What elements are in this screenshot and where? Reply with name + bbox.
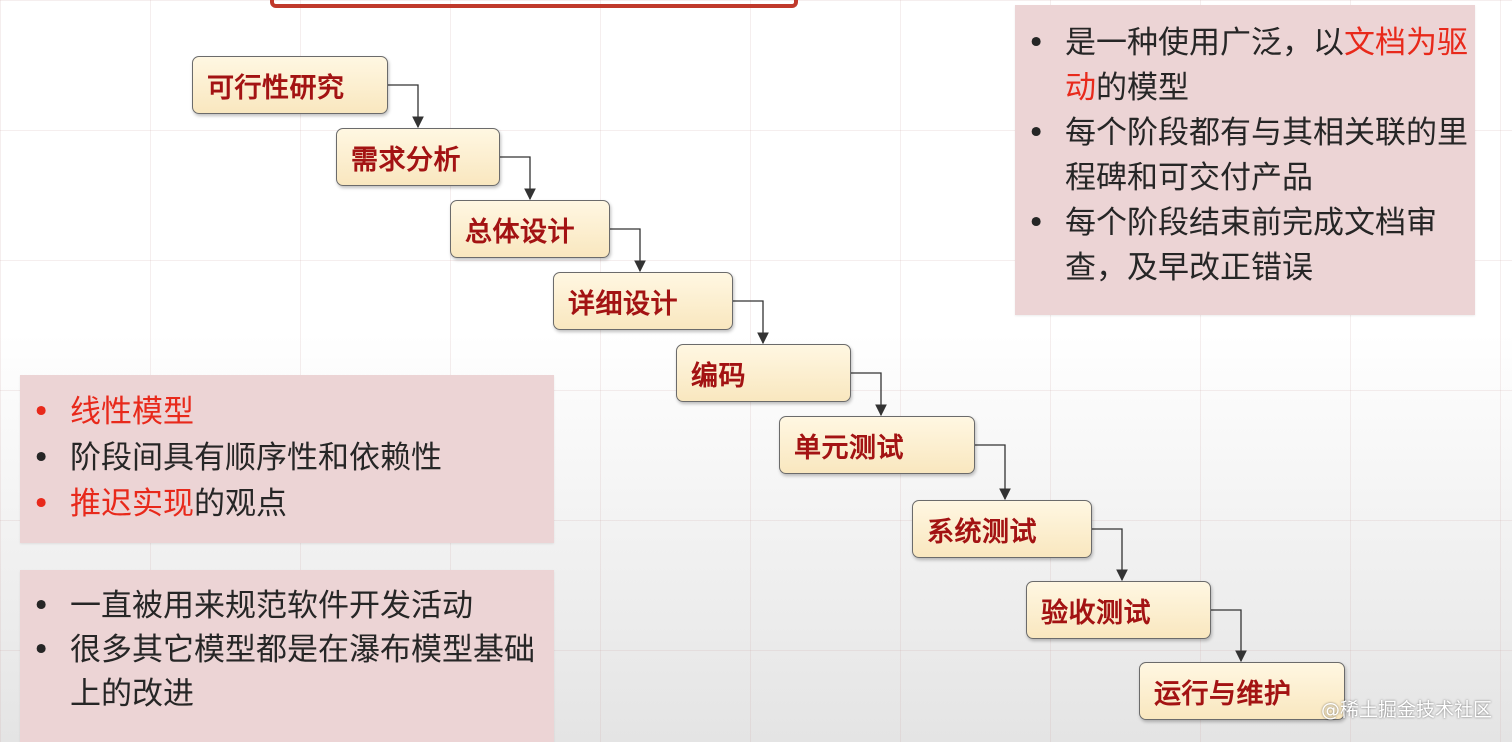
highlight-text: 文档 xyxy=(1344,25,1406,61)
bullet-text: 的观点 xyxy=(194,486,287,522)
title-bracket-decoration xyxy=(270,0,798,8)
step-feasibility-study: 可行性研究 xyxy=(192,56,388,114)
bullet-item: • 一直被用来规范软件开发活动 xyxy=(32,584,554,628)
step-operation-maintenance: 运行与维护 xyxy=(1139,662,1345,720)
bullet-text: 的模型 xyxy=(1096,70,1189,106)
flow-arrow xyxy=(500,156,536,201)
highlight-text: 为驱动 xyxy=(1065,25,1468,106)
bullet-dot: • xyxy=(32,632,51,668)
step-system-testing: 系统测试 xyxy=(912,500,1092,558)
flow-arrow xyxy=(610,228,646,273)
bullet-item: • 每个阶段结束前完成文档审查，及早改正错误 xyxy=(1027,201,1475,291)
panel-document-driven: • 是一种使用广泛，以文档为驱动的模型 • 每个阶段都有与其相关联的里程碑和可交付产品… xyxy=(1015,5,1475,315)
highlight-text: 线性模型 xyxy=(70,394,194,430)
step-unit-testing: 单元测试 xyxy=(779,416,975,474)
bullet-list: • 是一种使用广泛，以文档为驱动的模型 • 每个阶段都有与其相关联的里程碑和可交付产品… xyxy=(1027,21,1475,291)
step-label: 可行性研究 xyxy=(207,72,345,104)
step-label: 验收测试 xyxy=(1041,597,1151,629)
bullet-list: • 线性模型 • 阶段间具有顺序性和依赖性 • 推迟实现的观点 xyxy=(32,389,554,527)
flow-arrow xyxy=(388,84,424,129)
panel-standard-activities: • 一直被用来规范软件开发活动 • 很多其它模型都是在瀑布模型基础上的改进 xyxy=(20,570,554,742)
bullet-item: • 是一种使用广泛，以文档为驱动的模型 xyxy=(1027,21,1475,111)
watermark: @稀土掘金技术社区 xyxy=(1320,699,1492,721)
flow-arrow xyxy=(975,444,1011,501)
step-label: 运行与维护 xyxy=(1154,678,1292,710)
step-label: 编码 xyxy=(691,360,746,392)
bullet-item: • 很多其它模型都是在瀑布模型基础上的改进 xyxy=(32,628,554,716)
bullet-text: 很多其它模型都是在瀑布模型基础上的改进 xyxy=(70,632,535,712)
bullet-dot: • xyxy=(32,394,51,430)
bullet-dot: • xyxy=(32,440,51,476)
bullet-dot: • xyxy=(32,486,51,522)
step-label: 总体设计 xyxy=(465,216,575,248)
bullet-dot: • xyxy=(32,588,51,624)
flow-arrow xyxy=(733,300,769,345)
bullet-dot: • xyxy=(1027,115,1046,151)
step-label: 单元测试 xyxy=(794,432,904,464)
flow-arrow xyxy=(1211,609,1247,663)
highlight-text: 推迟实现 xyxy=(70,486,194,522)
step-label: 详细设计 xyxy=(568,288,678,320)
flow-arrow xyxy=(851,372,887,417)
step-label: 需求分析 xyxy=(351,144,461,176)
bullet-item: • 阶段间具有顺序性和依赖性 xyxy=(32,435,554,481)
bullet-item: • 推迟实现的观点 xyxy=(32,481,554,527)
bullet-list: • 一直被用来规范软件开发活动 • 很多其它模型都是在瀑布模型基础上的改进 xyxy=(32,584,554,716)
step-detailed-design: 详细设计 xyxy=(553,272,733,330)
bullet-dot: • xyxy=(1027,205,1046,241)
step-overall-design: 总体设计 xyxy=(450,200,610,258)
bullet-dot: • xyxy=(1027,25,1046,61)
bullet-text: 每个阶段结束前完成文档审查，及早改正错误 xyxy=(1065,205,1437,286)
step-coding: 编码 xyxy=(676,344,851,402)
panel-linear-model: • 线性模型 • 阶段间具有顺序性和依赖性 • 推迟实现的观点 xyxy=(20,375,554,543)
bullet-text: 阶段间具有顺序性和依赖性 xyxy=(70,440,442,476)
bullet-text: 是一种使用广泛，以 xyxy=(1065,25,1344,61)
flow-arrow xyxy=(1092,528,1128,582)
bullet-item: • 每个阶段都有与其相关联的里程碑和可交付产品 xyxy=(1027,111,1475,201)
bullet-item: • 线性模型 xyxy=(32,389,554,435)
bullet-text: 每个阶段都有与其相关联的里程碑和可交付产品 xyxy=(1065,115,1468,196)
step-requirements-analysis: 需求分析 xyxy=(336,128,500,186)
step-label: 系统测试 xyxy=(927,516,1037,548)
bullet-text: 一直被用来规范软件开发活动 xyxy=(70,588,473,624)
step-acceptance-testing: 验收测试 xyxy=(1026,581,1211,639)
